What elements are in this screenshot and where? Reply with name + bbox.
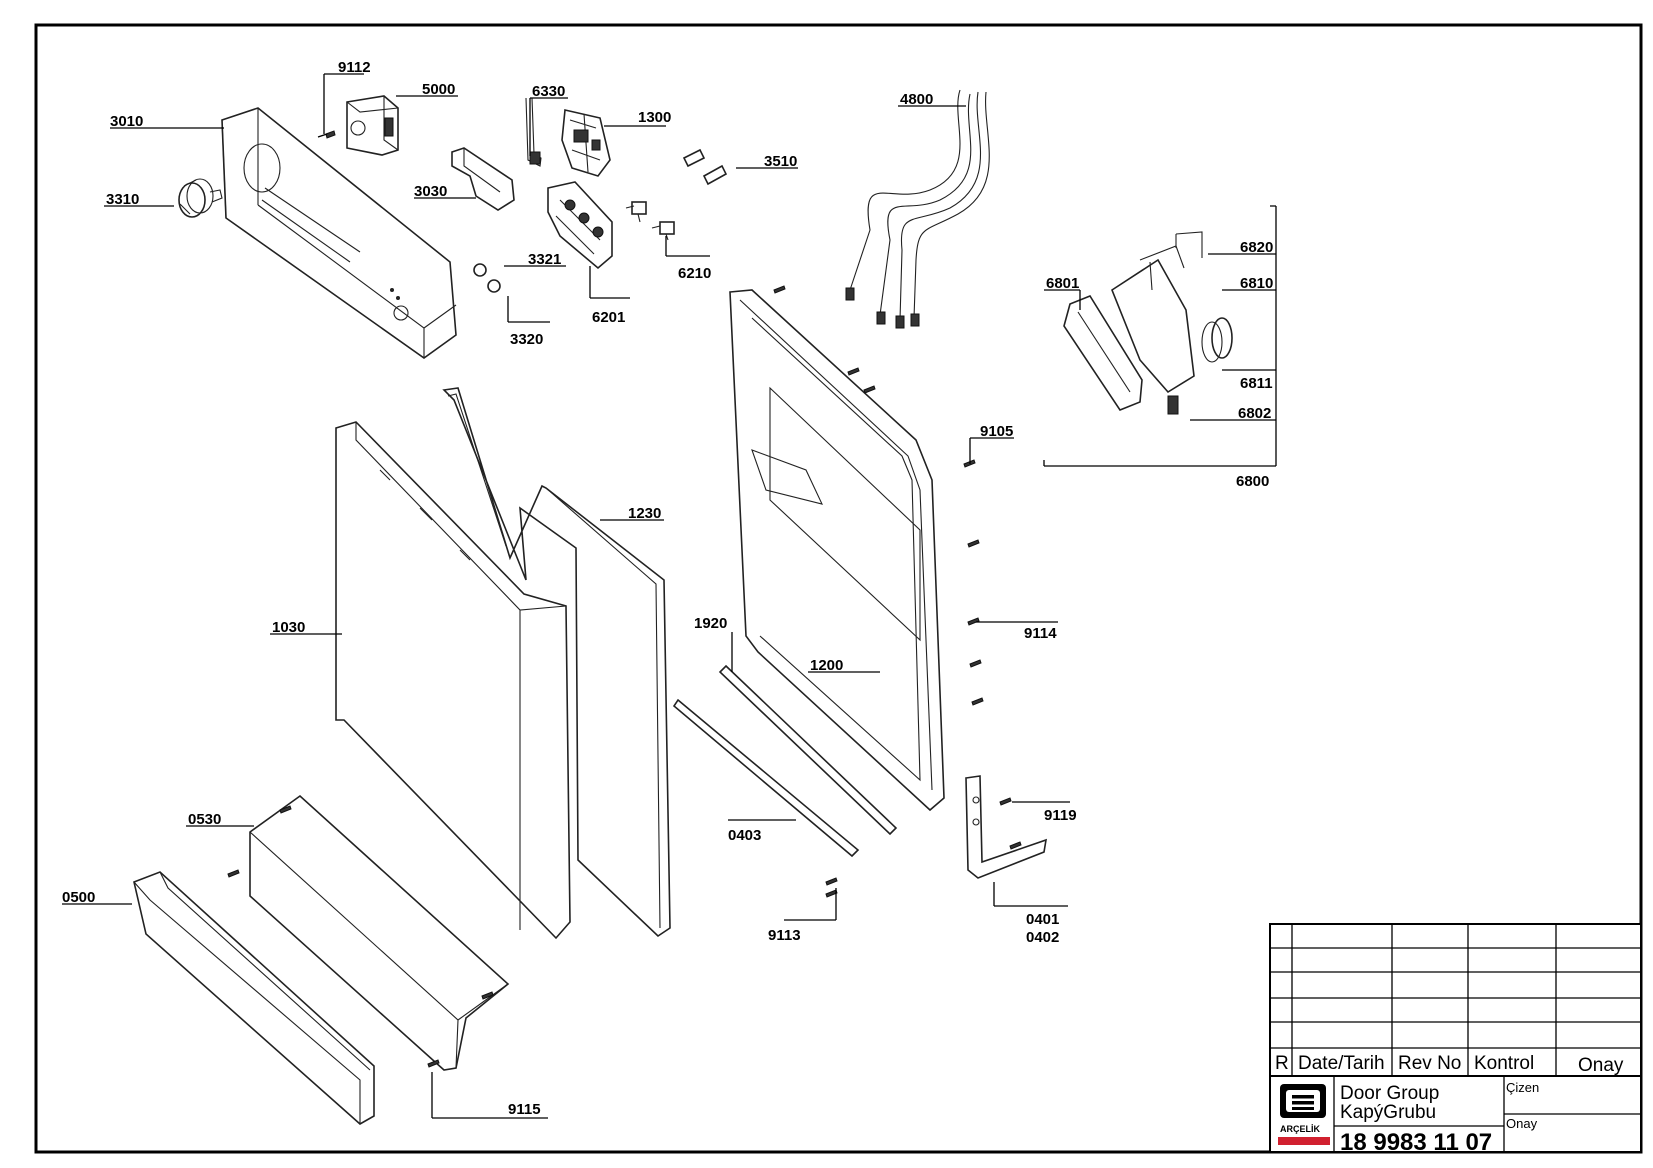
title-block: R Date/Tarih Rev No Kontrol Onay ARÇELİK…	[1269, 923, 1642, 1156]
part-label-3321: 3321	[528, 251, 561, 268]
cizen-label: Çizen	[1506, 1080, 1539, 1095]
control-board-6201	[547, 181, 613, 270]
part-label-6210: 6210	[678, 265, 711, 282]
outer-door-panel-1030	[335, 421, 571, 940]
part-label-6201: 6201	[592, 309, 625, 326]
part-label-9113: 9113	[768, 927, 801, 944]
bottom-strip-0403	[672, 698, 860, 858]
part-label-6810: 6810	[1240, 275, 1273, 292]
kickplate-0500	[133, 871, 375, 1125]
onay-label: Onay	[1506, 1116, 1538, 1131]
part-labels: 9112 5000 6330 1300 4800 3010 3510 3310 …	[62, 59, 1273, 1118]
part-label-0530: 0530	[188, 811, 221, 828]
part-label-3010: 3010	[110, 113, 143, 130]
part-label-0500: 0500	[62, 889, 95, 906]
module-5000	[346, 95, 399, 156]
part-label-6800: 6800	[1236, 473, 1269, 490]
seal-strip-1920	[718, 664, 898, 836]
buttons-3320-3321	[473, 263, 501, 293]
part-label-6801: 6801	[1046, 275, 1079, 292]
part-label-1300: 1300	[638, 109, 671, 126]
part-label-3510: 3510	[764, 153, 797, 170]
dispenser-assembly-6800	[1063, 231, 1233, 415]
part-label-5000: 5000	[422, 81, 455, 98]
col-date: Date/Tarih	[1298, 1053, 1385, 1074]
logo-text: ARÇELİK	[1280, 1124, 1320, 1134]
part-label-0401: 0401	[1026, 911, 1059, 928]
part-label-3030: 3030	[414, 183, 447, 200]
part-label-3310: 3310	[106, 191, 139, 208]
screws	[227, 285, 1022, 1068]
cylinders-3510	[682, 148, 728, 186]
screw-9112	[317, 130, 336, 139]
leader-lines	[62, 73, 1277, 1119]
part-label-6811: 6811	[1240, 375, 1273, 392]
control-panel-3010	[221, 107, 457, 359]
drawing-frame	[34, 23, 1643, 1154]
part-label-9115: 9115	[508, 1101, 541, 1118]
switch-housing-1300	[561, 109, 611, 177]
title-tr: KapýGrubu	[1340, 1102, 1436, 1123]
knob-3310	[178, 178, 223, 218]
part-label-1230: 1230	[628, 505, 661, 522]
bracket-3030	[451, 147, 515, 211]
part-label-9114: 9114	[1024, 625, 1057, 642]
switches-6210	[625, 201, 675, 241]
part-label-1920: 1920	[694, 615, 727, 632]
part-label-6330: 6330	[532, 83, 565, 100]
part-label-6820: 6820	[1240, 239, 1273, 256]
part-label-9105: 9105	[980, 423, 1013, 440]
part-label-3320: 3320	[510, 331, 543, 348]
part-6330	[525, 97, 542, 167]
hinge-0401-0402	[965, 775, 1048, 879]
title-en: Door Group	[1340, 1083, 1439, 1104]
part-label-0403: 0403	[728, 827, 761, 844]
part-label-1030: 1030	[272, 619, 305, 636]
insulation-1230	[442, 387, 671, 938]
part-label-4800: 4800	[900, 91, 933, 108]
part-label-0402: 0402	[1026, 929, 1059, 946]
part-label-9119: 9119	[1044, 807, 1077, 824]
kickplate-bracket-0530	[249, 794, 510, 1071]
col-rev: Rev No	[1398, 1053, 1461, 1074]
col-kontrol: Kontrol	[1474, 1053, 1534, 1074]
col-r: R	[1275, 1053, 1289, 1074]
cable-harness-4800	[845, 89, 990, 329]
part-label-6802: 6802	[1238, 405, 1271, 422]
col-onay: Onay	[1578, 1055, 1624, 1076]
drawing-number: 18 9983 11 07	[1340, 1129, 1492, 1156]
arcelik-logo: ARÇELİK	[1278, 1084, 1330, 1145]
inner-door-1200	[729, 289, 945, 812]
part-label-1200: 1200	[810, 657, 843, 674]
part-label-9112: 9112	[338, 59, 371, 76]
